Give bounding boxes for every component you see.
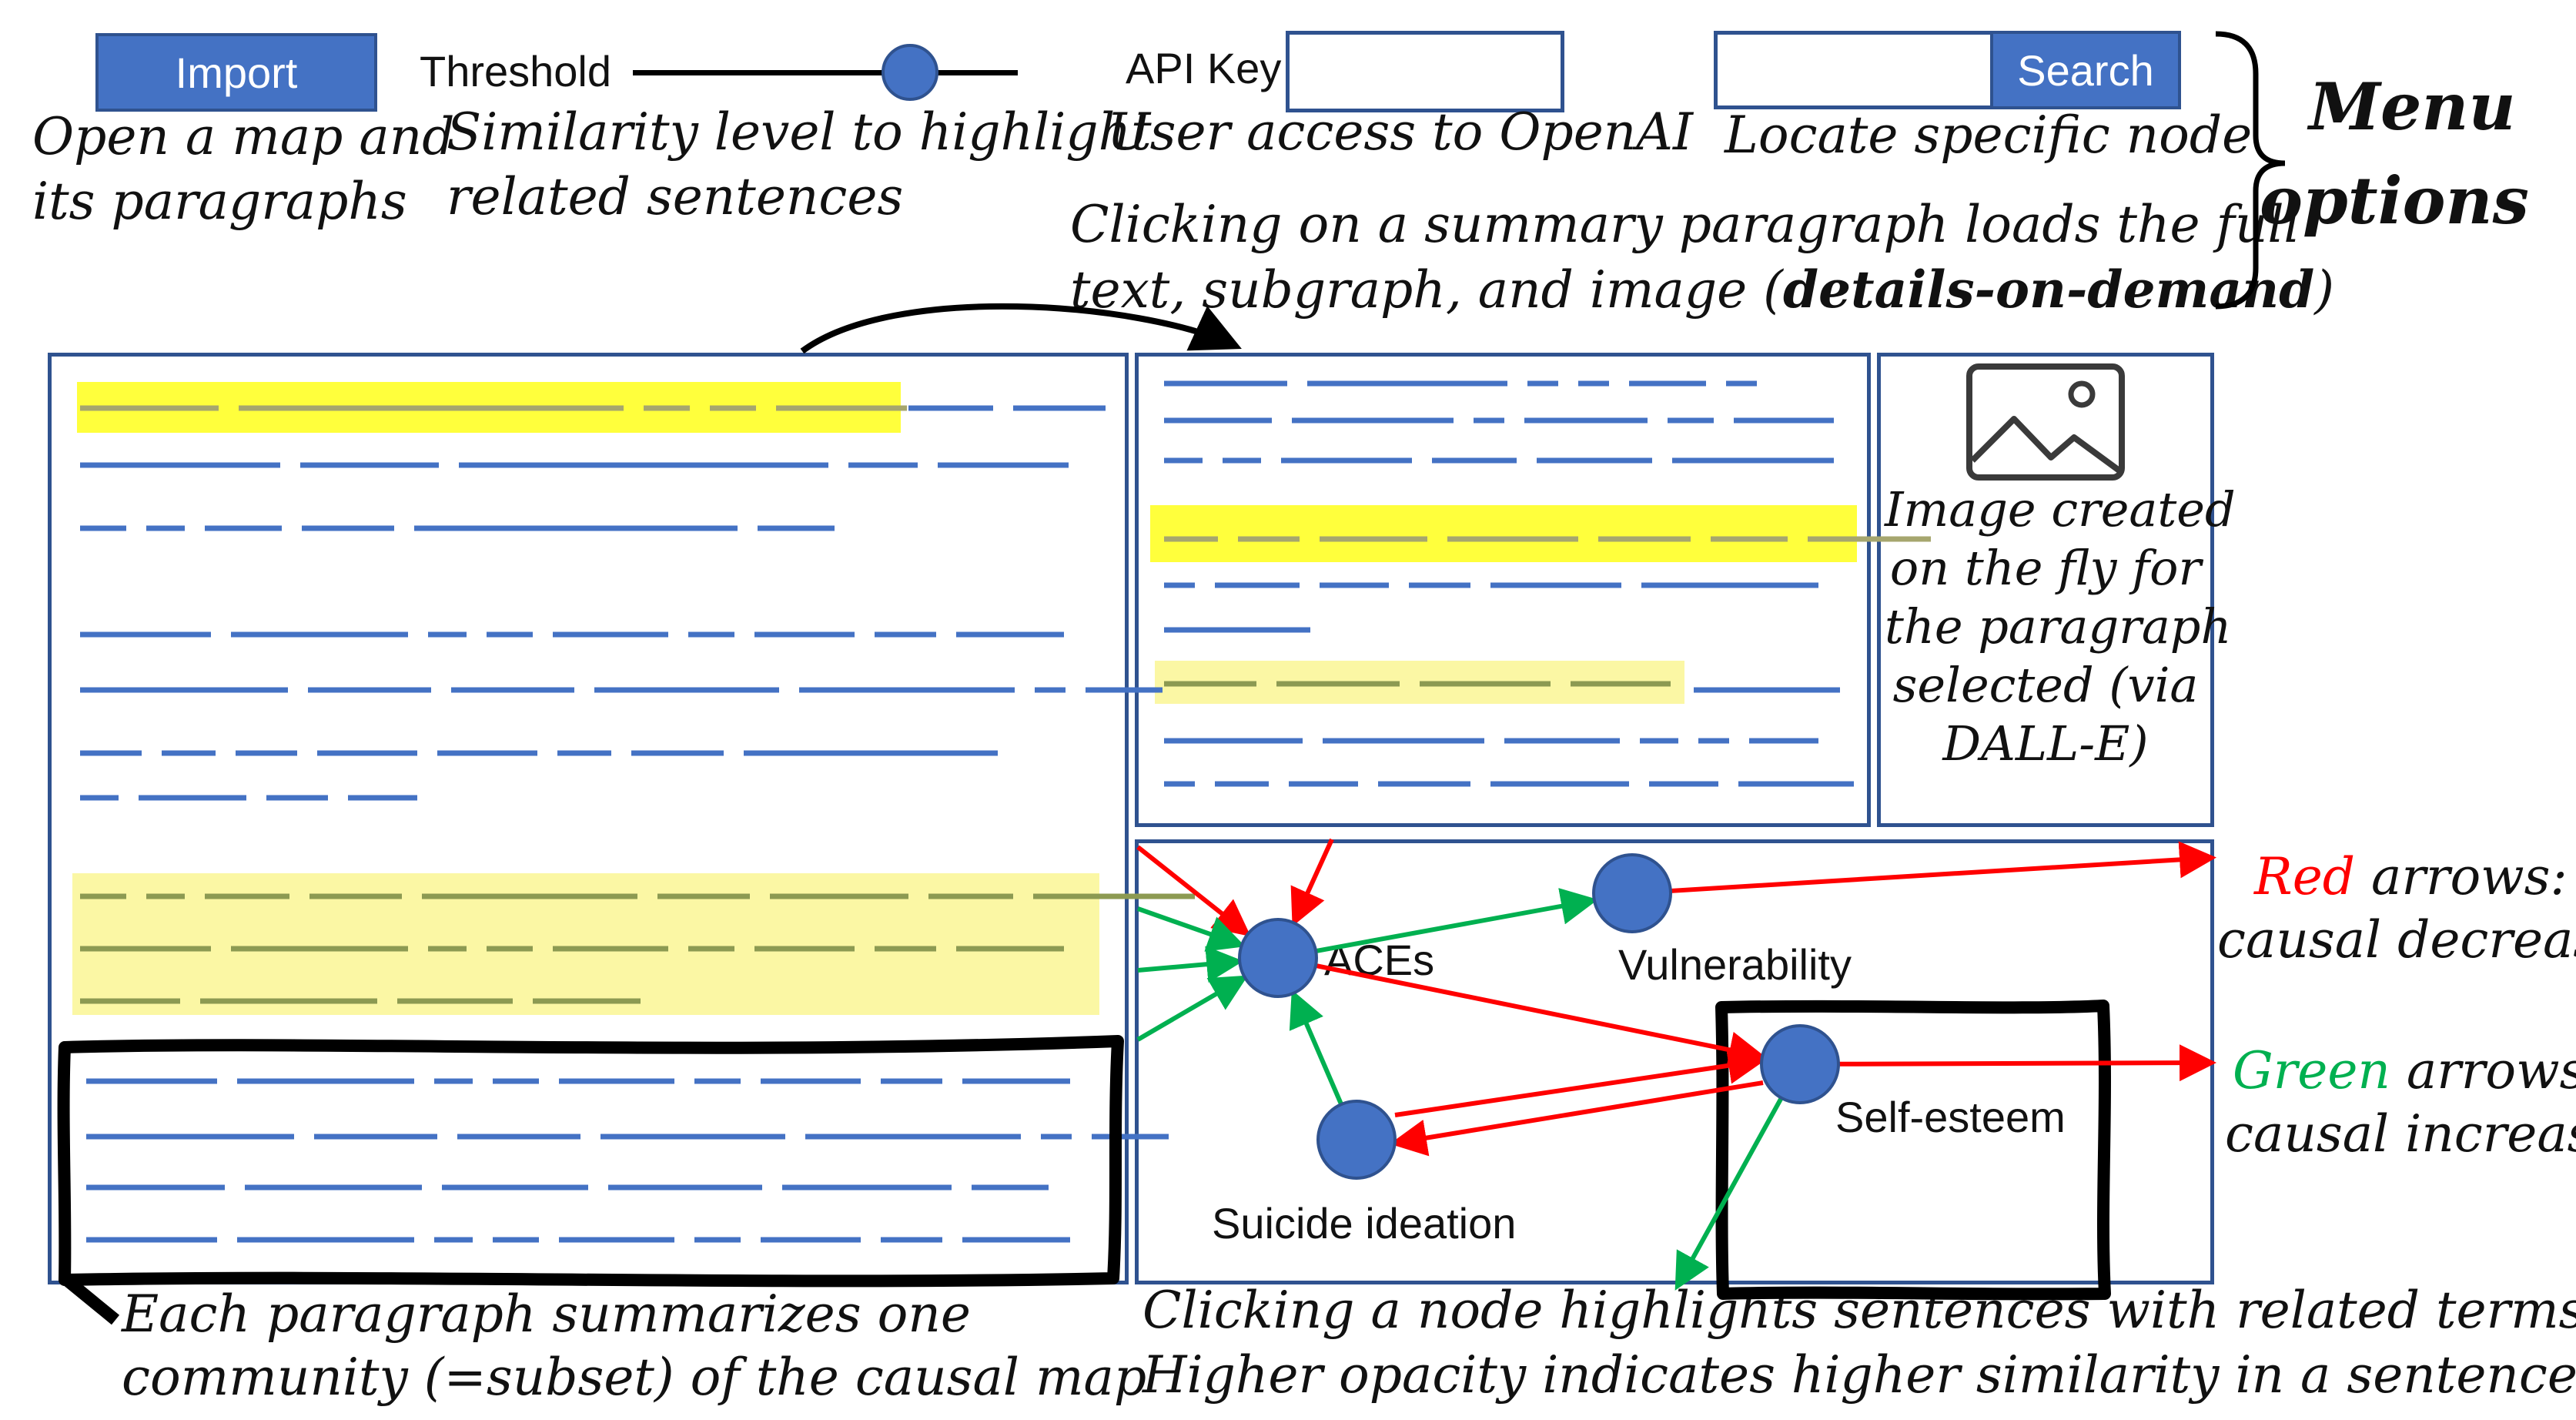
- import-annotation: Open a map and its paragraphs: [32, 105, 455, 234]
- legend-green-text: arrows:: [2406, 1041, 2576, 1100]
- api-annotation: User access to OpenAI: [1107, 102, 1694, 162]
- edge-red-vulnerability-out: [1670, 841, 2216, 893]
- node-selection-box: [1715, 1000, 2111, 1301]
- search-button[interactable]: Search: [1990, 31, 2181, 109]
- legend-green-word: Green: [2233, 1041, 2390, 1100]
- image-caption-line: DALL-E): [1942, 715, 2149, 772]
- paragraph-annotation-line: community (=subset) of the causal map: [122, 1348, 1147, 1407]
- edge-red-suicide-selfesteem: [1394, 1047, 1765, 1117]
- node-annotation-line: Higher opacity indicates higher similari…: [1142, 1345, 2576, 1405]
- edge-green-aces-vulnerability: [1315, 888, 1598, 953]
- edge-red-selfesteem-suicide: [1390, 1080, 1764, 1157]
- details-annotation-line: Clicking on a summary paragraph loads th…: [1070, 195, 2300, 254]
- edge-green-external: [1137, 906, 1246, 952]
- import-button-label: Import: [175, 48, 298, 97]
- edge-green-external: [1137, 946, 1244, 983]
- paragraph-annotation: Each paragraph summarizes one community …: [122, 1283, 1146, 1409]
- edge-red-external: [1136, 845, 1251, 937]
- legend-red-line: causal decrease: [2217, 910, 2576, 970]
- sentence-highlight: [1150, 505, 1857, 562]
- menu-options-label: Menu options: [2260, 60, 2529, 248]
- details-on-demand-emphasis: details-on-demand: [1782, 260, 2315, 320]
- edge-red-selfesteem-out: [1838, 1044, 2216, 1082]
- search-annotation: Locate specific node: [1725, 105, 2253, 165]
- summary-paragraphs-panel[interactable]: [48, 353, 1129, 1284]
- node-label-vulnerability: Vulnerability: [1618, 940, 1852, 989]
- details-annotation: Clicking on a summary paragraph loads th…: [1070, 193, 2334, 323]
- api-key-label: API Key: [1126, 44, 1282, 92]
- image-placeholder-icon: [1966, 363, 2125, 481]
- image-caption-line: selected (via: [1892, 657, 2199, 713]
- paragraph-selection-box: [57, 1035, 1124, 1325]
- graph-node-vulnerability[interactable]: [1592, 853, 1672, 933]
- curved-arrow-icon: [800, 303, 1242, 354]
- import-annotation-line: its paragraphs: [32, 172, 407, 231]
- legend-red-text: arrows:: [2355, 847, 2568, 906]
- threshold-annotation-line: related sentences: [447, 167, 904, 226]
- legend-green-line: Green arrows:: [2217, 1040, 2576, 1103]
- import-annotation-line: Open a map and: [32, 107, 455, 166]
- search-button-label: Search: [2017, 45, 2154, 95]
- legend-green: Green arrows: causal increase: [2217, 1040, 2576, 1166]
- threshold-annotation: Similarity level to highlight related se…: [447, 100, 1152, 229]
- edge-green-selfesteem-out: [1674, 1097, 1784, 1291]
- legend-red-line: Red arrows:: [2217, 846, 2576, 909]
- details-text: ): [2314, 260, 2335, 320]
- threshold-slider[interactable]: [633, 33, 1018, 110]
- full-text-panel[interactable]: [1135, 353, 1871, 827]
- threshold-annotation-line: Similarity level to highlight: [447, 102, 1152, 162]
- edge-red-aces-selfesteem: [1315, 963, 1766, 1068]
- slider-thumb[interactable]: [882, 44, 938, 101]
- image-caption-line: the paragraph: [1885, 598, 2232, 655]
- graph-node-suicide-ideation[interactable]: [1316, 1100, 1397, 1180]
- image-caption: Image created on the fly for the paragra…: [1885, 481, 2236, 773]
- threshold-label: Threshold: [420, 47, 612, 95]
- graph-node-aces[interactable]: [1238, 918, 1318, 998]
- search-input[interactable]: [1714, 31, 1992, 109]
- details-annotation-line: text, subgraph, and image (details-on-de…: [1070, 257, 2334, 323]
- node-label-self-esteem: Self-esteem: [1835, 1093, 2066, 1141]
- menu-options-line: options: [2260, 162, 2529, 239]
- graph-node-self-esteem[interactable]: [1760, 1024, 1840, 1104]
- image-caption-line: Image created: [1885, 481, 2236, 538]
- node-label-suicide-ideation: Suicide ideation: [1212, 1199, 1517, 1248]
- api-key-input[interactable]: [1286, 31, 1564, 112]
- legend-red-word: Red: [2254, 847, 2356, 906]
- node-label-aces: ACEs: [1324, 936, 1435, 984]
- paragraph-annotation-line: Each paragraph summarizes one: [122, 1284, 971, 1344]
- menu-options-line: Menu: [2309, 69, 2516, 145]
- import-button[interactable]: Import: [95, 33, 377, 112]
- slider-track: [633, 70, 1018, 75]
- curly-brace-icon: [2215, 31, 2286, 310]
- image-caption-line: on the fly for: [1889, 540, 2202, 596]
- edge-red-external: [1290, 838, 1334, 927]
- legend-green-line: causal increase: [2225, 1104, 2576, 1164]
- generated-image-panel: [1877, 353, 2214, 827]
- edge-green-external: [1136, 975, 1249, 1042]
- edge-green-suicide-aces: [1289, 990, 1343, 1106]
- legend-red: Red arrows: causal decrease: [2217, 846, 2576, 972]
